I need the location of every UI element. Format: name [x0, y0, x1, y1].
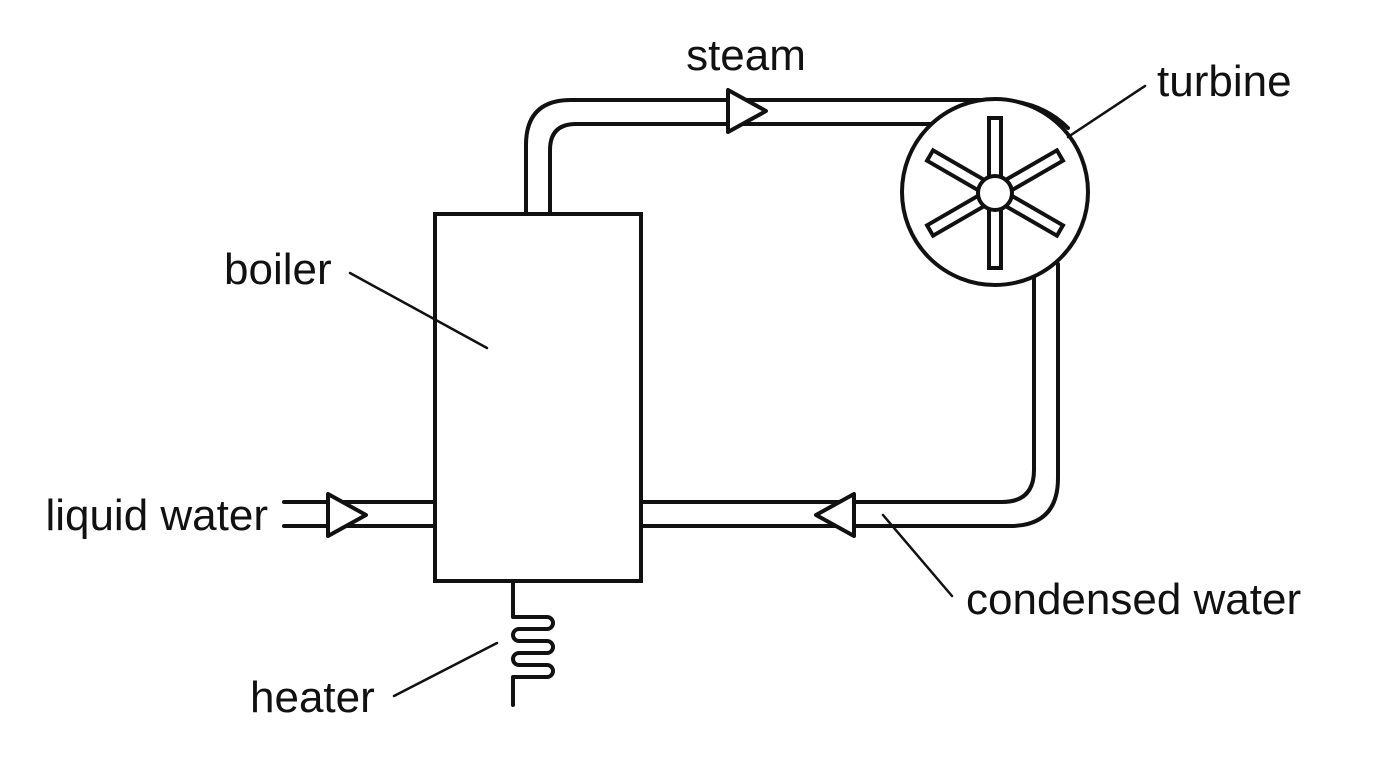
turbine-blades: [924, 116, 1066, 270]
liquid-water-inlet-pipe: [282, 500, 438, 528]
turbine-label: turbine: [1157, 57, 1292, 106]
heater-coil: [511, 581, 555, 707]
condensed-water-pipe: [639, 262, 1060, 528]
condensed-water-label: condensed water: [966, 575, 1301, 624]
boiler-leader-line: [348, 271, 489, 350]
liquid-water-label: liquid water: [45, 491, 268, 540]
inlet-flow-arrow: [326, 492, 368, 538]
turbine: [900, 97, 1090, 287]
steam-pipe: [524, 98, 1070, 215]
steam-label: steam: [686, 31, 806, 80]
condensed-water-leader-line: [881, 513, 954, 598]
steam-flow-arrow: [726, 88, 768, 134]
heater-label: heater: [250, 673, 375, 722]
boiler-box: [433, 212, 643, 583]
heater-leader-line: [392, 641, 499, 698]
condensed-flow-arrow: [814, 492, 856, 538]
turbine-hub: [976, 174, 1014, 212]
boiler-label: boiler: [224, 245, 332, 294]
turbine-leader-line: [1066, 84, 1147, 139]
